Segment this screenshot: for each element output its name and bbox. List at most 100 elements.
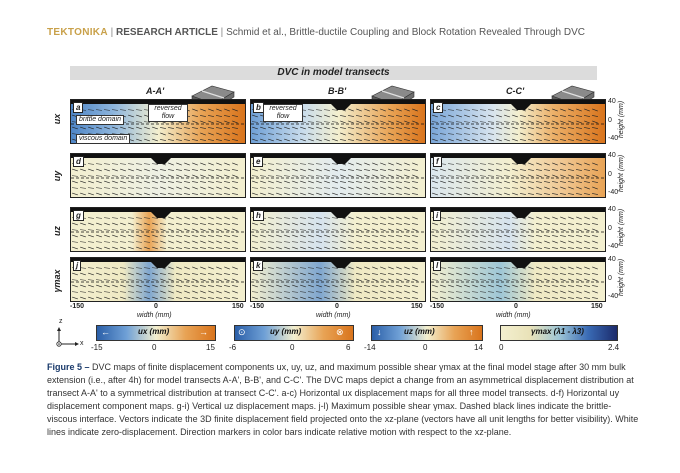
x-axis-label-c: width (mm) [496, 312, 531, 319]
row-label-ux: ux [52, 113, 62, 125]
row-label-uz: uz [52, 226, 62, 236]
caption-text: DVC maps of finite displacement componen… [47, 362, 639, 437]
x-axis-icon-label: x [80, 340, 84, 347]
panel-letter: h [253, 210, 264, 221]
brittle-domain-label: brittle domain [76, 115, 125, 125]
dvc-map-panel: i [430, 207, 606, 252]
vector-field [71, 154, 245, 196]
x-tick-min-a: -150 [70, 303, 85, 310]
height-tick: -40 [608, 189, 619, 196]
colorbar-ux-label: ux (mm) [138, 327, 170, 336]
colorbar-ux [96, 325, 216, 341]
colorbar-uz-max: 14 [474, 343, 483, 352]
panel-letter: l [433, 260, 442, 271]
dvc-map-panel: c [430, 99, 606, 144]
panel-letter: a [73, 102, 84, 113]
journal-name: TEKTONIKA [47, 27, 108, 38]
arrow-up-icon: ↑ [469, 327, 474, 337]
dvc-map-panel: l [430, 257, 606, 302]
colorbar-gmax-max: 2.4 [608, 343, 620, 352]
colorbar-gmax [500, 325, 618, 341]
panel-letter: e [253, 156, 264, 167]
panel-letter: k [253, 260, 264, 271]
vector-field [251, 100, 425, 142]
panel-letter: c [433, 102, 444, 113]
height-tick: 40 [608, 98, 616, 105]
colorbar-uy-max: 6 [346, 343, 351, 352]
colorbar-uy-label: uy (mm) [270, 327, 302, 336]
height-tick: 0 [608, 275, 612, 282]
height-tick: 0 [608, 225, 612, 232]
height-tick: 40 [608, 206, 616, 213]
colorbar-gmax-min: 0 [499, 343, 504, 352]
arrow-right-icon: → [199, 327, 208, 337]
height-axis-label: height (mm) [618, 258, 626, 297]
vector-field [71, 258, 245, 300]
caption-title: Figure 5 – [47, 362, 90, 372]
x-tick-max-b: 150 [411, 303, 423, 310]
panel-letter: d [73, 156, 84, 167]
colorbar-uy-min: -6 [229, 343, 237, 352]
dvc-map-panel: h [250, 207, 426, 252]
arrow-down-icon: ↓ [377, 327, 382, 337]
reversed-flow-label-a: reversed flow [148, 104, 188, 122]
reversed-flow-label-b: reversed flow [263, 104, 303, 122]
article-type: RESEARCH ARTICLE [116, 27, 218, 38]
panel-letter: j [73, 260, 82, 271]
dvc-map-panel: d [70, 153, 246, 198]
arrow-left-icon: ← [101, 327, 110, 337]
dvc-map-panel: j [70, 257, 246, 302]
x-tick-min-c: -150 [430, 303, 445, 310]
dvc-map-panel: b [250, 99, 426, 144]
height-axis-label: height (mm) [618, 208, 626, 247]
dvc-map-panel: k [250, 257, 426, 302]
xz-axes-icon [56, 327, 79, 347]
x-tick-zero-a: 0 [154, 303, 158, 310]
height-tick: -40 [608, 243, 619, 250]
vector-field [431, 100, 605, 142]
height-tick: 0 [608, 171, 612, 178]
vector-field [251, 258, 425, 300]
height-tick: 40 [608, 256, 616, 263]
out-of-plane-icon: ⊙ [238, 327, 246, 337]
colorbar-uz [371, 325, 483, 341]
panel-letter: f [433, 156, 442, 167]
x-tick-zero-b: 0 [335, 303, 339, 310]
height-tick: 0 [608, 117, 612, 124]
figure-caption: Figure 5 – DVC maps of finite displaceme… [47, 361, 640, 439]
row-label-uy: uy [52, 170, 62, 182]
panel-letter: i [433, 210, 442, 221]
citation: Schmid et al., Brittle-ductile Coupling … [226, 27, 585, 38]
x-tick-max-c: 150 [591, 303, 603, 310]
height-axis-label: height (mm) [618, 154, 626, 193]
colorbar-uz-min: -14 [364, 343, 376, 352]
colorbar-uy [234, 325, 354, 341]
x-tick-min-b: -150 [250, 303, 265, 310]
dvc-map-panel: f [430, 153, 606, 198]
vector-field [431, 154, 605, 196]
dvc-map-panel: e [250, 153, 426, 198]
colorbar-uz-label: uz (mm) [404, 327, 435, 336]
vector-field [251, 154, 425, 196]
height-tick: -40 [608, 293, 619, 300]
x-axis-label-b: width (mm) [316, 312, 351, 319]
journal-header: TEKTONIKA | RESEARCH ARTICLE | Schmid et… [47, 27, 585, 38]
vector-field [251, 208, 425, 250]
colorbar-ux-min: -15 [91, 343, 103, 352]
colorbar-ux-max: 15 [206, 343, 215, 352]
colorbar-ux-mid: 0 [152, 343, 157, 352]
x-tick-zero-c: 0 [514, 303, 518, 310]
column-title-b: B-B' [328, 86, 347, 96]
z-axis-label: z [59, 318, 63, 325]
column-title-c: C-C' [506, 86, 525, 96]
row-label-gmax: γmax [52, 269, 62, 293]
colorbar-gmax-label: γmax (λ1 - λ3) [531, 327, 584, 336]
x-axis-label-a: width (mm) [137, 312, 172, 319]
height-tick: -40 [608, 135, 619, 142]
height-axis-label: height (mm) [618, 100, 626, 139]
colorbar-uz-mid: 0 [423, 343, 428, 352]
x-tick-max-a: 150 [232, 303, 244, 310]
vector-field [71, 208, 245, 250]
into-plane-icon: ⊗ [336, 327, 344, 337]
height-tick: 40 [608, 152, 616, 159]
